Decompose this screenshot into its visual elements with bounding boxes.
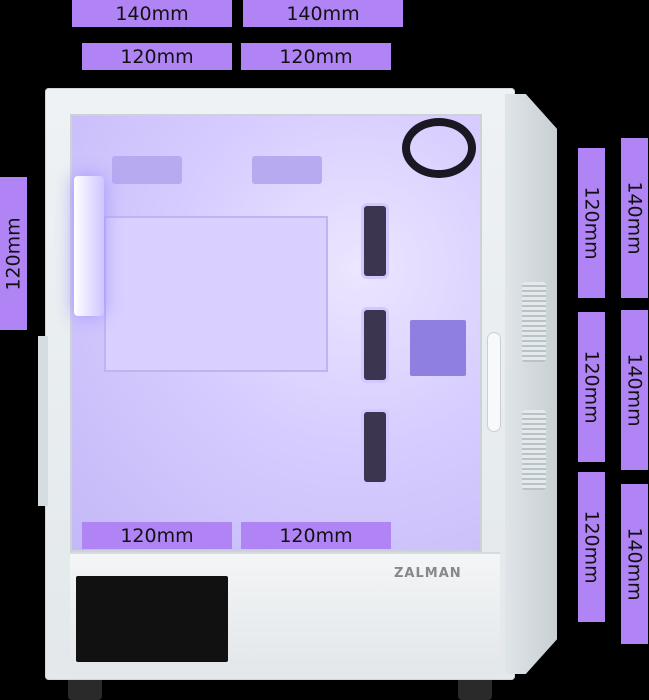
rear-fan-rgb: [74, 176, 104, 316]
cable-grommet-top: [364, 206, 386, 276]
front-fan-label-140-2-text: 140mm: [623, 353, 646, 427]
front-fan-label-120-2: 120mm: [578, 312, 605, 462]
top-fan-label-140-1: 140mm: [72, 0, 232, 27]
case-foot-left: [68, 680, 102, 700]
front-fan-label-140-1: 140mm: [621, 138, 648, 298]
front-vent-upper: [522, 282, 546, 362]
top-fan-label-140-2: 140mm: [243, 0, 403, 27]
front-fan-label-120-3-text: 120mm: [580, 510, 603, 584]
cpu-backplate-cutout: [410, 320, 466, 376]
psu-shroud-window: [76, 576, 228, 662]
glass-panel-handle: [488, 333, 500, 431]
front-fan-label-120-3: 120mm: [578, 472, 605, 622]
bottom-fan-label-120-2: 120mm: [241, 522, 391, 549]
cable-grommet-middle: [364, 310, 386, 380]
cable-bundle: [402, 118, 476, 178]
case-foot-right: [458, 680, 492, 700]
cable-grommet-bottom: [364, 412, 386, 482]
bottom-fan-label-120-1: 120mm: [82, 522, 232, 549]
brand-logo: ZALMAN: [394, 566, 462, 581]
front-fan-label-140-1-text: 140mm: [623, 181, 646, 255]
top-fan-label-120-1: 120mm: [82, 43, 232, 70]
top-cable-cutout-left: [112, 156, 182, 184]
front-fan-label-140-3: 140mm: [621, 484, 648, 644]
front-fan-label-120-1-text: 120mm: [580, 186, 603, 260]
top-cable-cutout-right: [252, 156, 322, 184]
pc-case-front-panel: [505, 94, 557, 674]
front-fan-label-140-2: 140mm: [621, 310, 648, 470]
front-fan-label-120-1: 120mm: [578, 148, 605, 298]
front-fan-label-120-2-text: 120mm: [580, 350, 603, 424]
front-fan-label-140-3-text: 140mm: [623, 527, 646, 601]
front-vent-lower: [522, 410, 546, 490]
motherboard-tray-cutout: [104, 216, 328, 372]
rear-fan-label-text: 120mm: [2, 216, 25, 291]
top-fan-label-120-2: 120mm: [241, 43, 391, 70]
rear-fan-label: 120mm: [0, 177, 27, 330]
rear-io-rail: [38, 336, 48, 506]
